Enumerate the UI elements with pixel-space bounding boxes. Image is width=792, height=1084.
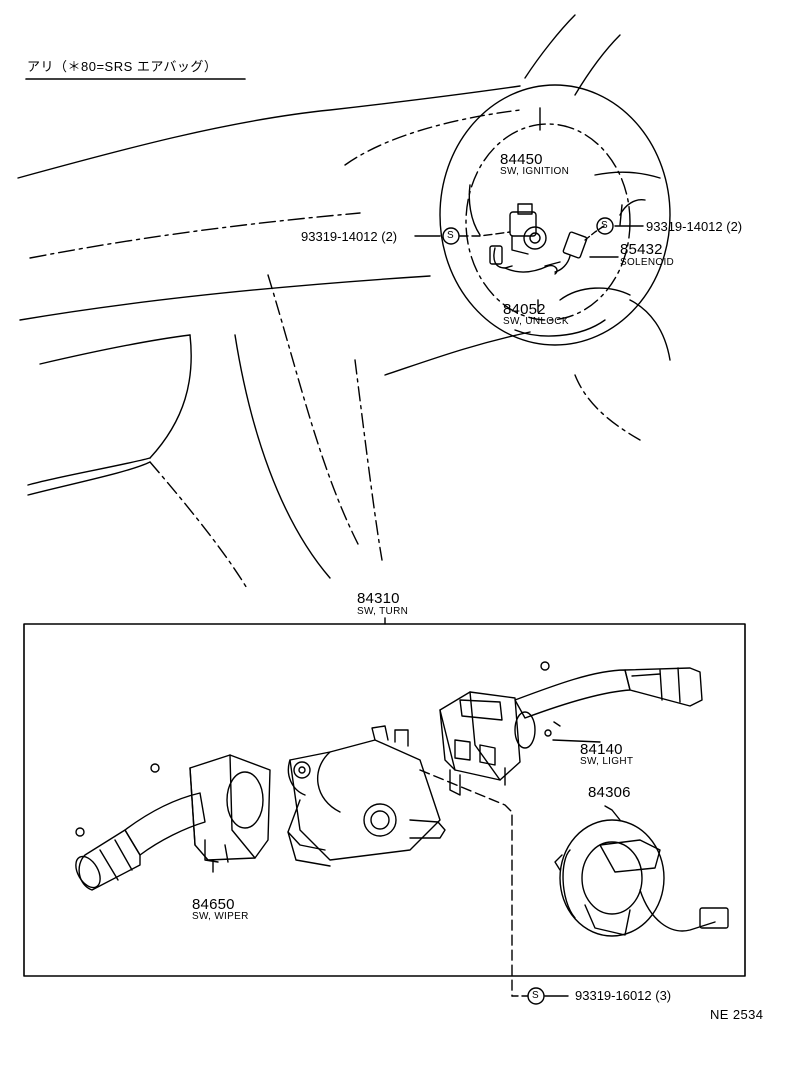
callout-84052-number: 84052: [503, 301, 546, 318]
diagram-reference-code: NE 2534: [710, 1007, 764, 1022]
lower-leader-lines: [212, 769, 569, 997]
screw-bottom-part: 93319-16012 (3): [575, 988, 672, 1003]
callout-84306-number: 84306: [588, 784, 631, 801]
callout-84450-number: 84450: [500, 151, 543, 168]
spiral-cable-drawing: [554, 805, 729, 937]
switch-base-drawing: [287, 725, 446, 867]
callout-84140-name: SW, LIGHT: [580, 756, 634, 767]
srs-airbag-note: アリ（＊80=SRS エアバッグ）: [27, 59, 218, 74]
screw-left-upper-part: 93319-14012 (2): [301, 229, 398, 244]
upper-leader-lines: [414, 225, 644, 313]
callout-84310-name: SW, TURN: [357, 606, 409, 617]
callout-85432-name: SOLENOID: [620, 257, 675, 268]
turn-switch-assembly-frame: [23, 623, 746, 977]
turn-switch-body-drawing: [439, 691, 536, 796]
callout-84650-name: SW, WIPER: [192, 911, 249, 922]
callout-84310-number: 84310: [357, 590, 400, 607]
screw-bottom-symbol: S: [532, 990, 539, 1001]
s-symbol-right-upper: [596, 217, 614, 235]
steering-wheel: [439, 84, 671, 346]
s-symbol-bottom: [527, 987, 545, 1005]
callout-84450-name: SW, IGNITION: [500, 166, 570, 177]
screw-right-upper-part: 93319-14012 (2): [646, 219, 743, 234]
light-switch-lever-drawing: [514, 661, 703, 743]
callout-84140-number: 84140: [580, 741, 623, 758]
s-symbol-left-upper: [442, 227, 460, 245]
ignition-switch-drawing: [489, 203, 558, 275]
wiper-switch-drawing: [75, 754, 271, 891]
screw-right-upper-symbol: S: [601, 220, 608, 231]
solenoid-drawing: [544, 231, 588, 273]
callout-85432-number: 85432: [620, 241, 663, 258]
screw-left-upper-symbol: S: [447, 230, 454, 241]
callout-84650-number: 84650: [192, 896, 235, 913]
callout-84052-name: SW, UNLOCK: [503, 316, 569, 327]
dashboard-outline: [17, 14, 671, 591]
